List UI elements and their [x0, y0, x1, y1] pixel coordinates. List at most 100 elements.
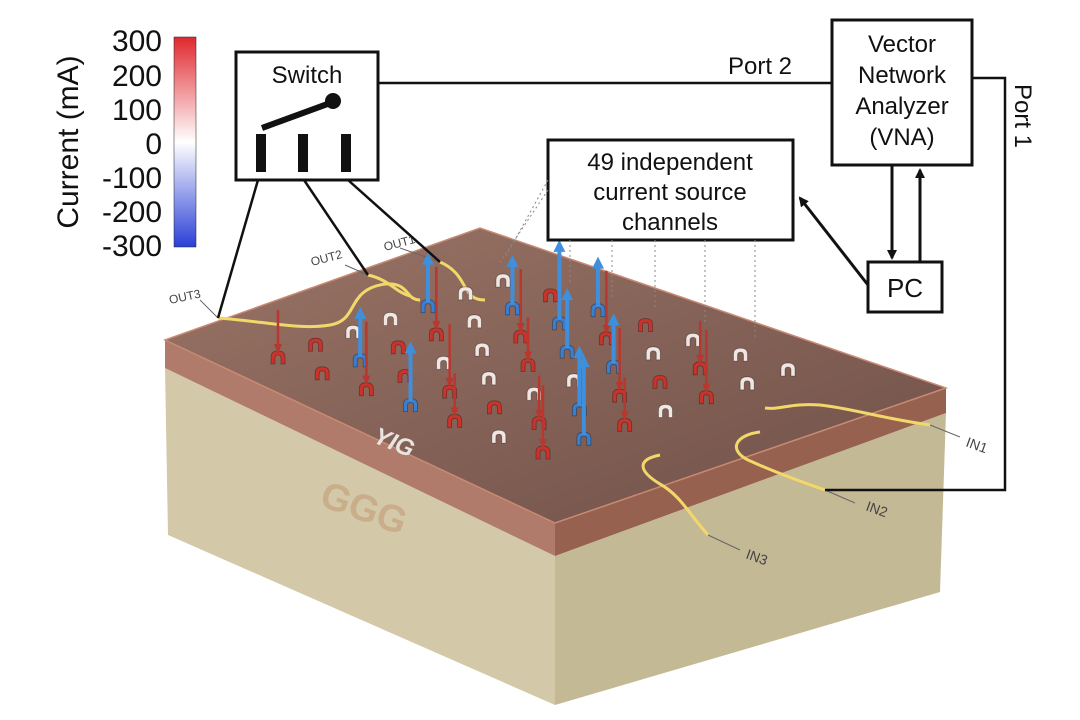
- current-element: [543, 288, 558, 303]
- field-arrow-head: [615, 382, 624, 393]
- pc: PC: [798, 165, 944, 314]
- colorbar-tick-label: 300: [112, 25, 162, 58]
- vna-label-line: (VNA): [869, 124, 934, 151]
- current-element-body: [645, 346, 661, 361]
- current-element: [739, 376, 755, 391]
- current-element: [486, 400, 502, 415]
- current-element: [612, 328, 628, 403]
- current-element: [698, 329, 714, 405]
- current-element: [442, 324, 458, 399]
- current-element-body: [383, 312, 398, 326]
- current-element-body: [466, 314, 482, 329]
- current-element-body: [739, 376, 755, 391]
- port1-label: Port 1: [1009, 84, 1036, 148]
- substrate-right-face: [555, 413, 946, 705]
- current-element-body: [590, 303, 606, 318]
- leader-line: [344, 264, 369, 276]
- switch-contact: [256, 134, 266, 172]
- port2-label: Port 2: [728, 53, 792, 80]
- current-element: [474, 342, 490, 357]
- current-element-body: [513, 329, 529, 344]
- current-element-body: [345, 324, 361, 339]
- current-element-body: [612, 388, 628, 403]
- chip: YIG GGG OUT1 OUT2 OUT3 IN1 IN2 IN3: [163, 227, 990, 705]
- current-element-body: [526, 386, 542, 401]
- current-element: [513, 269, 529, 344]
- channels-box: [546, 138, 795, 242]
- current-element-body: [447, 413, 463, 428]
- film-right-face: [555, 388, 946, 556]
- field-arrow-head: [620, 411, 629, 422]
- vna-box: [830, 18, 974, 167]
- field-arrow-head: [539, 439, 547, 449]
- current-element: [352, 306, 368, 368]
- current-element-body: [698, 390, 714, 405]
- current-element-body: [505, 301, 520, 316]
- colorbar-tick-label: 0: [145, 128, 162, 161]
- current-element: [645, 346, 661, 361]
- current-element-body: [559, 344, 575, 359]
- current-element: [692, 320, 708, 376]
- field-arrow-head: [516, 323, 525, 333]
- current-element-body: [491, 429, 507, 444]
- current-element: [447, 373, 463, 428]
- wire-out2: [302, 179, 370, 276]
- current-element: [733, 347, 748, 362]
- current-element-body: [358, 382, 374, 397]
- leader-line: [399, 247, 441, 263]
- pc-label: PC: [887, 273, 923, 303]
- current-element-body: [436, 355, 451, 370]
- current-element-body: [638, 318, 653, 332]
- current-element: [345, 324, 361, 339]
- colorbar-title: Current (mA): [52, 55, 85, 228]
- current-element: [685, 332, 701, 347]
- field-arrow-head: [274, 344, 282, 354]
- current-element-body: [474, 342, 490, 357]
- pc-box: [866, 260, 944, 314]
- current-element: [491, 429, 507, 444]
- port-label-in3: IN3: [744, 546, 770, 569]
- current-element-body: [270, 350, 286, 365]
- current-element-body: [543, 288, 558, 303]
- port1-wire: [825, 76, 1007, 492]
- current-element: [481, 371, 497, 386]
- field-arrow-head: [422, 252, 434, 265]
- current-element: [428, 266, 444, 342]
- wire-out3: [216, 179, 260, 319]
- current-element: [606, 313, 621, 374]
- current-element: [576, 355, 592, 446]
- switch-lever: [260, 99, 335, 131]
- current-element-body: [535, 445, 551, 460]
- field-arrow-head: [573, 345, 586, 358]
- field-arrow-head: [592, 256, 604, 269]
- field-arrow-head: [607, 313, 620, 326]
- current-element: [590, 256, 606, 318]
- vna: Vector Network Analyzer (VNA): [830, 18, 974, 167]
- field-arrow-head: [450, 407, 459, 418]
- channels-label-line: channels: [622, 209, 718, 236]
- colorbar-gradient: [173, 36, 197, 248]
- current-element: [436, 355, 451, 370]
- waveguide-out1: [439, 260, 486, 302]
- current-element: [466, 314, 482, 329]
- current-element-body: [314, 366, 330, 381]
- current-element: [566, 373, 582, 388]
- vna-label-line: Network: [858, 62, 947, 89]
- leader-line: [929, 424, 961, 438]
- colorbar-tick-label: -300: [102, 230, 162, 263]
- current-element: [520, 317, 536, 372]
- field-arrow-head: [561, 288, 574, 301]
- leader-line: [199, 299, 219, 319]
- current-element: [495, 273, 511, 288]
- switch-label: Switch: [272, 62, 343, 89]
- current-element-body: [428, 327, 444, 342]
- wire-out1: [347, 179, 441, 263]
- current-element: [658, 404, 673, 418]
- switch-pivot: [325, 93, 341, 109]
- channel-leaders: [499, 179, 756, 340]
- yig-film-top: [163, 227, 949, 524]
- waveguide-in2: [735, 430, 826, 492]
- current-element: [270, 310, 286, 365]
- current-element-body: [551, 316, 567, 331]
